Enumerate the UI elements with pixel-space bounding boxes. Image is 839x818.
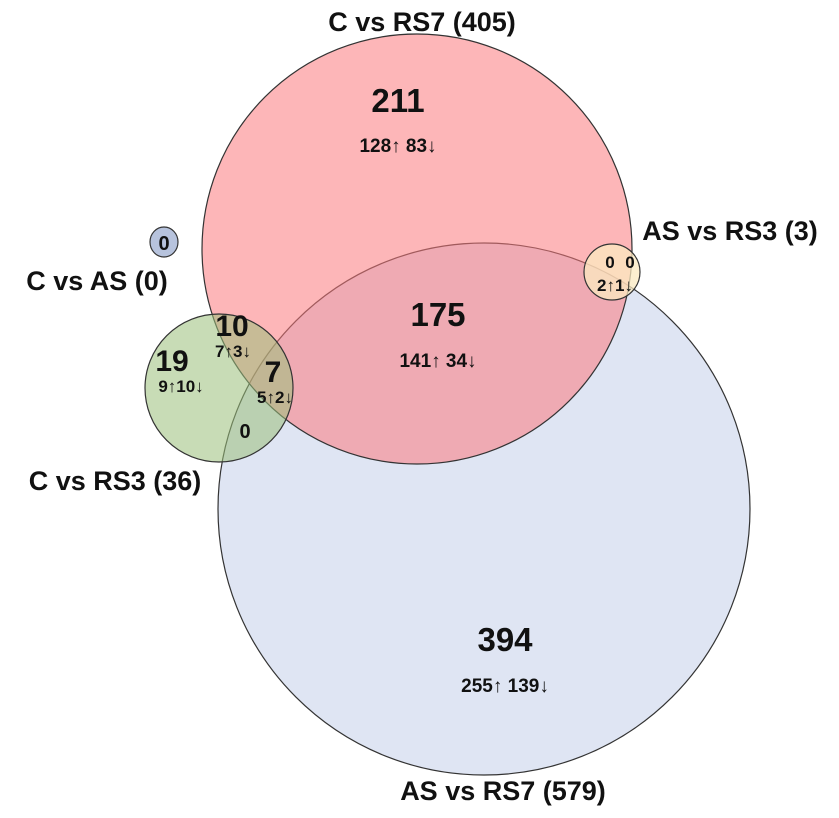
count-c-rs3-as-rs7: 0	[239, 421, 250, 443]
set-as-vs-rs3-circle	[583, 243, 641, 301]
count-only-as-rs7: 394	[477, 621, 533, 658]
label-c-vs-rs7: C vs RS7 (405)	[328, 7, 516, 37]
label-c-vs-rs3: C vs RS3 (36)	[29, 466, 202, 496]
detail-c-rs7-as-rs7: 141↑ 34↓	[399, 351, 476, 372]
set-c-vs-rs7-circle	[201, 33, 633, 465]
count-only-as-rs3: 0	[625, 253, 634, 272]
count-c-as: 0	[158, 233, 169, 255]
count-only-c-rs3: 19	[155, 345, 188, 378]
count-c-rs7-as-rs7: 175	[410, 296, 465, 333]
detail-only-c-rs7: 128↑ 83↓	[359, 136, 436, 157]
label-as-vs-rs7: AS vs RS7 (579)	[400, 776, 606, 806]
detail-only-as-rs7: 255↑ 139↓	[461, 676, 549, 697]
count-c-rs3-c-rs7-as-rs7: 7	[265, 356, 282, 389]
detail-c-rs3-c-rs7: 7↑3↓	[215, 342, 251, 361]
set-c-vs-as-circle	[149, 226, 179, 258]
set-c-vs-rs3-circle	[144, 313, 294, 463]
label-c-vs-as: C vs AS (0)	[26, 266, 168, 296]
detail-only-c-rs3: 9↑10↓	[158, 377, 203, 396]
detail-c-rs3-c-rs7-as-rs7: 5↑2↓	[257, 388, 293, 407]
count-c-rs3-c-rs7: 10	[215, 310, 248, 343]
count-as-rs3-c-rs7: 0	[605, 253, 614, 272]
label-as-vs-rs3: AS vs RS3 (3)	[642, 216, 818, 246]
count-only-c-rs7: 211	[371, 82, 424, 119]
detail-as-rs3-overlap: 2↑1↓	[597, 276, 633, 295]
